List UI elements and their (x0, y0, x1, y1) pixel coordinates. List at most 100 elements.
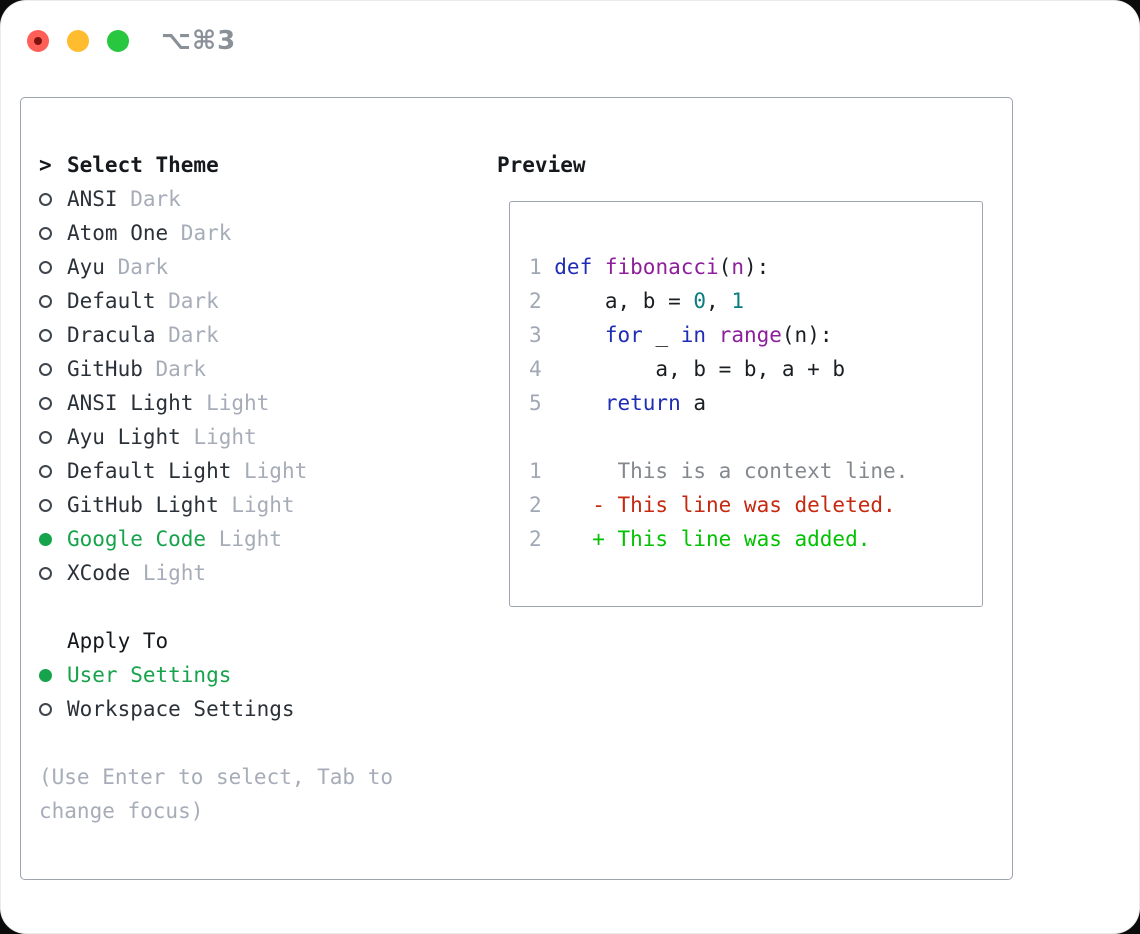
code-line: 2 a, b = 0, 1 (529, 284, 970, 318)
select-theme-header: > Select Theme (39, 148, 393, 182)
theme-variant-label: Dark (117, 187, 181, 211)
code-line: 5 return a (529, 386, 970, 420)
code-line: 4 a, b = b, a + b (529, 352, 970, 386)
theme-option[interactable]: GitHub Dark (39, 352, 393, 386)
radio-unselected-icon (39, 260, 52, 274)
diff-sample: 1 This is a context line.2 - This line w… (529, 454, 970, 556)
line-number: 4 (529, 357, 542, 381)
theme-variant-label: Dark (168, 221, 232, 245)
radio-selected-icon (39, 532, 52, 546)
theme-variant-label: Light (218, 493, 295, 517)
code-token: a, b = (554, 289, 694, 313)
radio-unselected-icon (39, 430, 52, 444)
apply-to-header: Apply To (39, 624, 393, 658)
diff-line: 2 + This line was added. (529, 522, 970, 556)
preview-title: Preview (497, 153, 586, 177)
option-label: Dracula (67, 323, 156, 347)
theme-option[interactable]: ANSI Light Light (39, 386, 393, 420)
code-token: _ (642, 323, 681, 347)
code-token: a, b = b, a + b (554, 357, 846, 381)
titlebar: ⌥⌘3 (27, 26, 236, 56)
code-token: def (554, 255, 593, 279)
option-label: XCode (67, 561, 131, 585)
code-token: 0 (693, 289, 707, 313)
code-token: in (680, 323, 707, 347)
line-number: 2 (529, 527, 542, 551)
option-label: Atom One (67, 221, 169, 245)
diff-line: 1 This is a context line. (529, 454, 970, 488)
zoom-button[interactable] (107, 30, 129, 52)
code-token: 1 (731, 289, 744, 313)
keyboard-hint: (Use Enter to select, Tab to change focu… (39, 765, 394, 823)
radio-unselected-icon (39, 464, 52, 478)
close-button[interactable] (27, 30, 49, 52)
theme-option[interactable]: Google Code Light (39, 522, 393, 556)
option-label: Google Code (67, 527, 207, 551)
diff-text: This is a context line. (554, 459, 909, 483)
option-label: User Settings (67, 663, 232, 687)
radio-unselected-icon (39, 226, 52, 240)
theme-variant-label: Light (180, 425, 257, 449)
apply-to-option[interactable]: Workspace Settings (39, 692, 393, 726)
theme-option[interactable]: Atom One Dark (39, 216, 393, 250)
theme-variant-label: Light (193, 391, 270, 415)
code-token (592, 255, 605, 279)
code-token: return (604, 391, 681, 415)
theme-option[interactable]: GitHub Light Light (39, 488, 393, 522)
line-number: 1 (529, 459, 542, 483)
code-token (706, 323, 719, 347)
radio-unselected-icon (39, 328, 52, 342)
apply-to-option[interactable]: User Settings (39, 658, 393, 692)
theme-option[interactable]: Default Light Light (39, 454, 393, 488)
code-token (554, 323, 605, 347)
radio-unselected-icon (39, 498, 52, 512)
diff-text: - This line was deleted. (554, 493, 896, 517)
code-token: (n): (781, 323, 833, 347)
theme-option[interactable]: Ayu Light Light (39, 420, 393, 454)
code-token: a (680, 391, 707, 415)
line-number: 2 (529, 493, 542, 517)
minimize-button[interactable] (67, 30, 89, 52)
option-label: ANSI (67, 187, 118, 211)
select-theme-title: Select Theme (67, 153, 219, 177)
line-number: 3 (529, 323, 542, 347)
theme-variant-label: Light (206, 527, 282, 551)
apply-to-title: Apply To (67, 629, 169, 653)
code-token: ( (718, 255, 732, 279)
diff-line: 2 - This line was deleted. (529, 488, 970, 522)
code-line: 3 for _ in range(n): (529, 318, 970, 352)
radio-unselected-icon (39, 362, 52, 376)
code-token: , (706, 289, 732, 313)
theme-option[interactable]: Dracula Dark (39, 318, 393, 352)
theme-variant-label: Dark (155, 323, 219, 347)
option-label: Ayu Light (67, 425, 181, 449)
theme-option[interactable]: ANSI Dark (39, 182, 393, 216)
line-number: 2 (529, 289, 542, 313)
theme-option[interactable]: Ayu Dark (39, 250, 393, 284)
theme-variant-label: Dark (155, 289, 219, 313)
theme-variant-label: Dark (104, 255, 169, 279)
code-token: n (731, 255, 744, 279)
theme-option[interactable]: Default Dark (39, 284, 393, 318)
cursor-arrow-icon: > (39, 153, 52, 177)
option-label: GitHub Light (67, 493, 219, 517)
radio-unselected-icon (39, 396, 52, 410)
spacer (39, 726, 393, 760)
line-number: 5 (529, 391, 542, 415)
code-token: for (604, 323, 643, 347)
option-label: Default (67, 289, 156, 313)
theme-variant-label: Dark (142, 357, 207, 381)
option-label: Default Light (67, 459, 232, 483)
theme-option[interactable]: XCode Light (39, 556, 393, 590)
spacer (39, 590, 393, 624)
theme-variant-label: Light (130, 561, 207, 585)
radio-unselected-icon (39, 192, 52, 206)
